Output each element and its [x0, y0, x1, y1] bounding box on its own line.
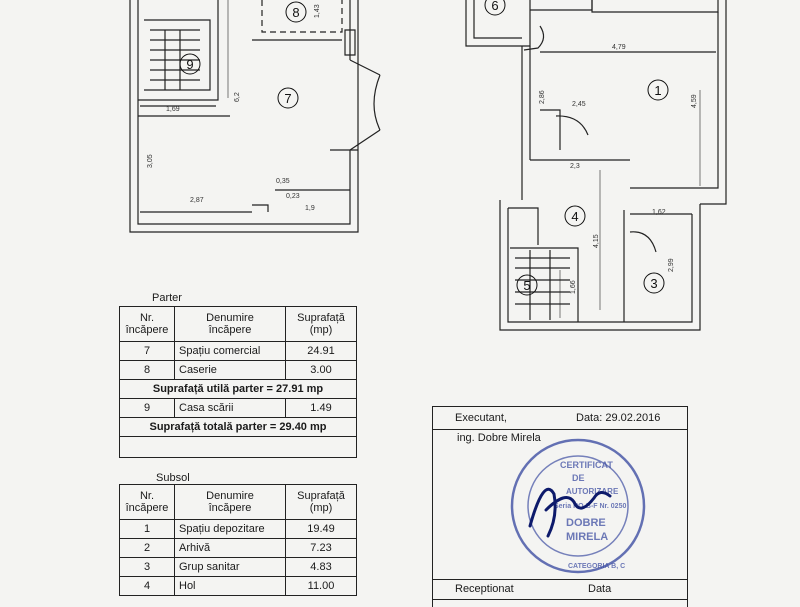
dim-label: 4,59 [691, 94, 698, 108]
dim-label: 1,62 [652, 209, 666, 216]
dim-label: 4,79 [612, 44, 626, 51]
subsol-title: Subsol [156, 472, 190, 484]
cell-nr: 3 [119, 557, 175, 577]
svg-text:DOBRE: DOBRE [566, 517, 606, 529]
cell-nr: 8 [119, 360, 175, 380]
dim-label: 3,05 [147, 154, 154, 168]
svg-text:DE: DE [572, 473, 585, 483]
cell-nr: 2 [119, 538, 175, 558]
dim-label: 1,69 [166, 106, 180, 113]
room-1: 1 [654, 83, 661, 98]
svg-text:MIRELA: MIRELA [566, 531, 608, 543]
dim-label: 1,43 [314, 4, 321, 18]
authorization-stamp: CERTIFICAT DE AUTORIZARE Seria RO-B-F Nr… [508, 436, 648, 576]
table-row: 1 Spațiu depozitare 19.49 [119, 519, 357, 539]
room-numbers: 8 9 7 6 1 4 3 5 [186, 0, 661, 293]
cell-name: Spațiu depozitare [174, 519, 286, 539]
divider [433, 429, 687, 430]
header-nr: Nr. încăpere [119, 306, 175, 342]
cell-nr: 9 [119, 398, 175, 418]
cell-nr: 4 [119, 576, 175, 596]
dim-label: 2,86 [539, 90, 546, 104]
summary-row: Suprafață totală parter = 29.40 mp [119, 417, 357, 437]
blank-cell [119, 436, 357, 458]
table-row: 9 Casa scării 1.49 [119, 398, 357, 418]
svg-text:AUTORIZARE: AUTORIZARE [566, 487, 619, 496]
dim-label: 4,15 [593, 234, 600, 248]
svg-text:Seria RO-B-F Nr. 0250: Seria RO-B-F Nr. 0250 [554, 503, 626, 510]
cell-area: 1.49 [285, 398, 357, 418]
svg-text:CATEGORIA B, C: CATEGORIA B, C [568, 563, 625, 570]
dim-label: 2,45 [572, 101, 586, 108]
parter-table: Nr. încăpere Denumire încăpere Suprafață… [119, 306, 357, 458]
cell-area: 7.23 [285, 538, 357, 558]
cell-nr: 7 [119, 341, 175, 361]
header-area: Suprafață (mp) [285, 484, 357, 520]
cell-area: 19.49 [285, 519, 357, 539]
dim-label: 1,9 [305, 205, 315, 212]
table-header: Nr. încăpere Denumire încăpere Suprafață… [119, 306, 357, 342]
svg-text:CERTIFICAT: CERTIFICAT [560, 460, 613, 470]
dim-label: 2,3 [570, 163, 580, 170]
receptionat-label: Receptionat [455, 583, 514, 595]
table-header: Nr. încăpere Denumire încăpere Suprafață… [119, 484, 357, 520]
room-6: 6 [491, 0, 498, 13]
executant-label: Executant, [455, 412, 507, 424]
dim-label: 2,87 [190, 197, 204, 204]
cell-area: 11.00 [285, 576, 357, 596]
receptionat-date-label: Data [588, 583, 612, 595]
subsol-table: Nr. încăpere Denumire încăpere Suprafață… [119, 484, 357, 596]
util-area-summary: Suprafață utilă parter = 27.91 mp [119, 379, 357, 399]
room-7: 7 [284, 91, 291, 106]
cell-area: 4.83 [285, 557, 357, 577]
room-9: 9 [186, 57, 193, 72]
table-row: 8 Caserie 3.00 [119, 360, 357, 380]
cell-name: Hol [174, 576, 286, 596]
room-5: 5 [523, 278, 530, 293]
total-area-summary: Suprafață totală parter = 29.40 mp [119, 417, 357, 437]
header-name: Denumire încăpere [174, 306, 286, 342]
dimension-labels: 1,69 2,87 0,35 0,23 1,9 4,79 2,45 2,3 1,… [147, 4, 698, 294]
dim-label: 2,99 [668, 258, 675, 272]
parter-plan [129, 0, 381, 233]
subsol-plan [465, 0, 727, 331]
room-8: 8 [292, 5, 299, 20]
engineer-name: ing. Dobre Mirela [457, 432, 541, 444]
signature-date: Data: 29.02.2016 [576, 412, 661, 424]
dim-label: 6,2 [234, 92, 241, 102]
header-name: Denumire încăpere [174, 484, 286, 520]
room-markers [179, 0, 669, 296]
room-4: 4 [571, 209, 578, 224]
cell-area: 3.00 [285, 360, 357, 380]
room-3: 3 [650, 276, 657, 291]
dim-label: 0,35 [276, 178, 290, 185]
cell-area: 24.91 [285, 341, 357, 361]
cell-name: Grup sanitar [174, 557, 286, 577]
cell-name: Caserie [174, 360, 286, 380]
table-row: 4 Hol 11.00 [119, 576, 357, 596]
header-area: Suprafață (mp) [285, 306, 357, 342]
blank-row [119, 436, 357, 458]
divider [433, 579, 687, 580]
table-row: 2 Arhivă 7.23 [119, 538, 357, 558]
summary-row: Suprafață utilă parter = 27.91 mp [119, 379, 357, 399]
dim-label: 1,66 [570, 280, 577, 294]
table-row: 3 Grup sanitar 4.83 [119, 557, 357, 577]
cell-nr: 1 [119, 519, 175, 539]
header-nr: Nr. încăpere [119, 484, 175, 520]
cell-name: Spațiu comercial [174, 341, 286, 361]
stamp-graphic: CERTIFICAT DE AUTORIZARE Seria RO-B-F Nr… [510, 438, 646, 574]
cell-name: Arhivă [174, 538, 286, 558]
parter-title: Parter [152, 292, 182, 304]
table-row: 7 Spațiu comercial 24.91 [119, 341, 357, 361]
dim-label: 0,23 [286, 193, 300, 200]
cell-name: Casa scării [174, 398, 286, 418]
